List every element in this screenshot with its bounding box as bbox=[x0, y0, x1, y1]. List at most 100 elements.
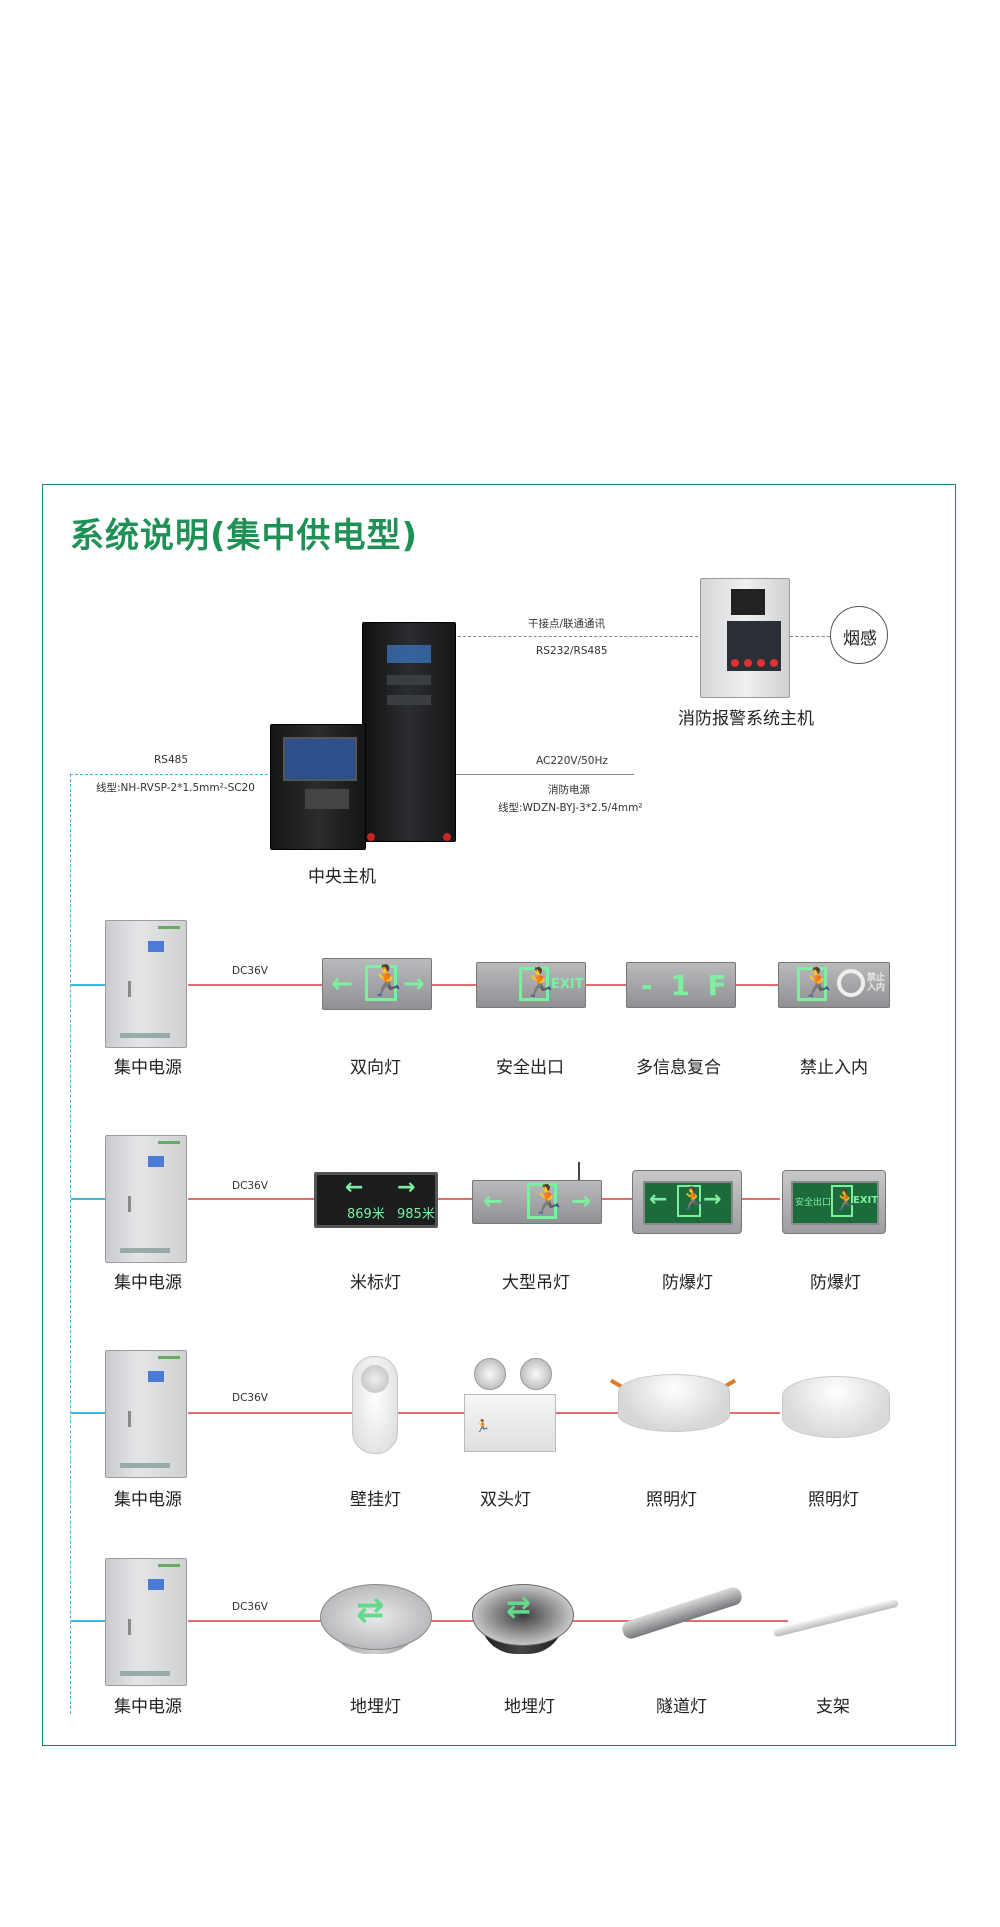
row2-item2-label: 大型吊灯 bbox=[502, 1273, 570, 1293]
psu-handle bbox=[128, 1196, 131, 1212]
psu-screen bbox=[148, 941, 164, 952]
row2-dc-label: DC36V bbox=[232, 1180, 268, 1192]
running-man-icon: 🏃 bbox=[797, 967, 835, 1001]
cabinet-screen bbox=[387, 675, 431, 685]
underground-light-cap bbox=[472, 1584, 574, 1646]
no-entry-text: 禁止入内 bbox=[867, 973, 886, 993]
wall-light bbox=[352, 1356, 398, 1454]
arrow-right-icon: → bbox=[571, 1187, 592, 1215]
bidirectional-sign: ← 🏃 → bbox=[322, 958, 432, 1010]
prohibited-icon bbox=[837, 969, 865, 997]
central-power-supply bbox=[105, 1135, 187, 1263]
cabinet-screen bbox=[387, 695, 431, 705]
fire-power-label: 消防电源 bbox=[548, 784, 590, 796]
bus-branch bbox=[71, 984, 105, 986]
wire-bus-label: 线型:NH-RVSP-2*1.5mm²-SC20 bbox=[96, 782, 255, 794]
arrow-left-icon: ← bbox=[649, 1187, 668, 1212]
central-cabinet-tall bbox=[362, 622, 456, 842]
running-man-icon: 🏃 bbox=[831, 1185, 858, 1217]
running-man-icon: 🏃 bbox=[475, 1419, 490, 1433]
psu-plate bbox=[120, 1248, 170, 1253]
row2-item3-label: 防爆灯 bbox=[662, 1273, 713, 1293]
safe-exit-sign: 🏃 EXIT bbox=[476, 962, 586, 1008]
row4-item4-label: 支架 bbox=[816, 1697, 850, 1717]
running-man-icon: 🏃 bbox=[527, 1183, 565, 1219]
central-host-keys bbox=[305, 789, 349, 809]
explosion-proof-sign-1: ← 🏃 → bbox=[632, 1170, 742, 1234]
bus-branch bbox=[71, 1198, 105, 1200]
meter-right-text: 985米 bbox=[397, 1207, 435, 1222]
underground-light-2: ⇄ bbox=[472, 1584, 574, 1656]
arrow-right-icon: → bbox=[703, 1187, 722, 1212]
multi-info-sign: - 1 F bbox=[626, 962, 736, 1008]
row1-item4-label: 禁止入内 bbox=[800, 1058, 868, 1078]
arrow-left-icon: ← bbox=[345, 1175, 364, 1200]
cabinet-foot bbox=[367, 833, 375, 841]
row3-item1-label: 壁挂灯 bbox=[350, 1490, 401, 1510]
twin-head-body: 🏃 bbox=[464, 1394, 556, 1452]
psu-logo bbox=[158, 1141, 180, 1144]
psu-screen bbox=[148, 1156, 164, 1167]
row3-item4-label: 照明灯 bbox=[808, 1490, 859, 1510]
psu-logo bbox=[158, 1356, 180, 1359]
page-title: 系统说明(集中供电型) bbox=[70, 516, 419, 556]
rs232-label: RS232/RS485 bbox=[536, 645, 608, 657]
row3-item3-label: 照明灯 bbox=[646, 1490, 697, 1510]
arrow-icon: ⇄ bbox=[356, 1590, 385, 1630]
central-power-supply bbox=[105, 920, 187, 1048]
psu-plate bbox=[120, 1671, 170, 1676]
psu-handle bbox=[128, 981, 131, 997]
fire-alarm-button bbox=[744, 659, 752, 667]
explosion-proof-sign-2: 安全出口 🏃 EXIT bbox=[782, 1170, 886, 1234]
twin-head-light: 🏃 bbox=[464, 1358, 556, 1454]
fire-alarm-host bbox=[700, 578, 790, 698]
fire-alarm-display bbox=[731, 589, 765, 615]
row3-source-label: 集中电源 bbox=[114, 1490, 182, 1510]
row2-source-label: 集中电源 bbox=[114, 1273, 182, 1293]
exit-text: EXIT bbox=[853, 1195, 879, 1206]
alarm-smoke-link bbox=[790, 636, 830, 637]
fire-alarm-button bbox=[757, 659, 765, 667]
row4-item1-label: 地埋灯 bbox=[350, 1697, 401, 1717]
row1-item1-label: 双向灯 bbox=[350, 1058, 401, 1078]
lamp-head-right bbox=[520, 1358, 552, 1390]
row4-source-label: 集中电源 bbox=[114, 1697, 182, 1717]
fire-alarm-host-label: 消防报警系统主机 bbox=[678, 709, 814, 729]
ac-label: AC220V/50Hz bbox=[536, 755, 608, 767]
diagram-frame bbox=[42, 484, 956, 1746]
floor-text: - 1 F bbox=[641, 969, 731, 1002]
psu-logo bbox=[158, 1564, 180, 1567]
bus-branch bbox=[71, 1620, 105, 1622]
row1-dc-label: DC36V bbox=[232, 965, 268, 977]
pendant-wire bbox=[578, 1162, 580, 1180]
running-man-icon: 🏃 bbox=[519, 967, 557, 1001]
central-host bbox=[270, 724, 366, 850]
central-power-supply bbox=[105, 1350, 187, 1478]
bus-link-top bbox=[70, 774, 268, 775]
meter-sign: ← → 869米 985米 bbox=[314, 1172, 438, 1228]
downlight-body bbox=[618, 1374, 730, 1432]
exit-text: EXIT bbox=[551, 977, 584, 992]
power-link bbox=[456, 774, 634, 775]
central-host-label: 中央主机 bbox=[308, 867, 376, 887]
cabinet-foot bbox=[443, 833, 451, 841]
psu-screen bbox=[148, 1371, 164, 1382]
row1-item2-label: 安全出口 bbox=[496, 1058, 564, 1078]
row1-item3-label: 多信息复合 bbox=[636, 1058, 721, 1078]
arrow-left-icon: ← bbox=[331, 969, 353, 999]
rs485-label: RS485 bbox=[154, 754, 189, 766]
underground-light-1: ⇄ bbox=[318, 1584, 432, 1656]
row3-dc-label: DC36V bbox=[232, 1392, 268, 1404]
row4-dc-label: DC36V bbox=[232, 1601, 268, 1613]
fire-alarm-button bbox=[770, 659, 778, 667]
underground-light-cap bbox=[320, 1584, 432, 1650]
row2-item1-label: 米标灯 bbox=[350, 1273, 401, 1293]
large-pendant-sign: ← 🏃 → bbox=[472, 1180, 602, 1224]
running-man-icon: 🏃 bbox=[365, 965, 405, 1001]
arrow-left-icon: ← bbox=[483, 1187, 504, 1215]
no-entry-sign: 🏃 禁止入内 bbox=[778, 962, 890, 1008]
dry-contact-label: 干接点/联通通讯 bbox=[528, 618, 606, 630]
arrow-right-icon: → bbox=[397, 1175, 416, 1200]
arrow-right-icon: → bbox=[403, 969, 425, 999]
host-alarm-link bbox=[458, 636, 698, 637]
